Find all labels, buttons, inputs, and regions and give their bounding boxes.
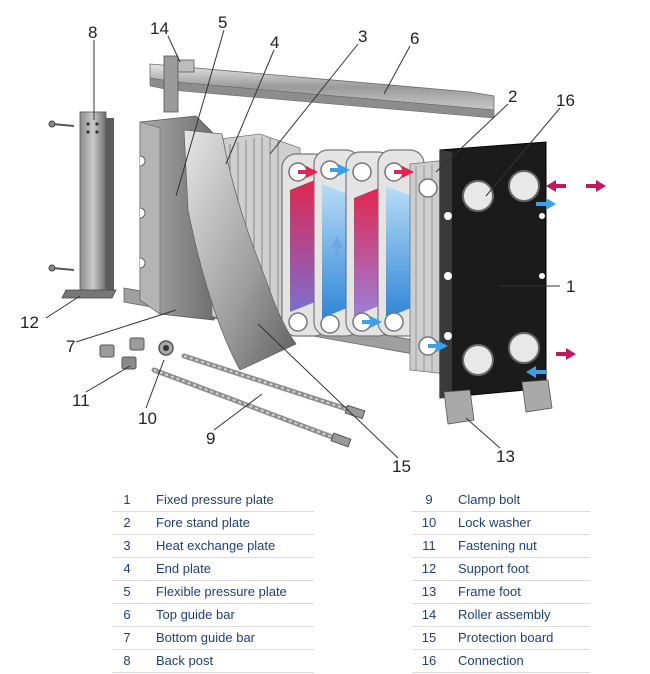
callout-label: 13 bbox=[496, 447, 515, 466]
fastening-nuts bbox=[99, 337, 145, 370]
legend-row: 10 Lock washer bbox=[412, 512, 590, 535]
legend-number: 4 bbox=[123, 561, 131, 576]
leader-lines bbox=[45, 29, 561, 459]
legend-part-name: Frame foot bbox=[458, 584, 521, 599]
legend-part-name: Back post bbox=[156, 653, 214, 668]
callout-label: 2 bbox=[508, 87, 517, 106]
legend-number: 14 bbox=[421, 607, 437, 622]
legend-row: 12 Support foot bbox=[412, 558, 590, 581]
callout-label: 8 bbox=[88, 23, 97, 42]
back-post bbox=[61, 111, 117, 299]
protection-board bbox=[183, 129, 297, 371]
lock-washers bbox=[158, 340, 174, 356]
legend-part-name: Support foot bbox=[458, 561, 529, 576]
legend-row: 13 Frame foot bbox=[412, 581, 590, 604]
legend-number: 10 bbox=[421, 515, 437, 530]
legend-number: 9 bbox=[425, 492, 433, 507]
callout-label: 3 bbox=[358, 27, 367, 46]
flow-arrows bbox=[298, 164, 606, 378]
legend-number: 15 bbox=[421, 630, 437, 645]
legend-number: 2 bbox=[123, 515, 131, 530]
legend-part-name: Heat exchange plate bbox=[156, 538, 276, 553]
legend-part-name: Protection board bbox=[458, 630, 554, 645]
legend-part-name: Fixed pressure plate bbox=[156, 492, 274, 507]
callout-label: 10 bbox=[138, 409, 157, 428]
legend-row: 9 Clamp bolt bbox=[412, 489, 590, 512]
frame-foot bbox=[443, 379, 553, 425]
legend-row: 11 Fastening nut bbox=[412, 535, 590, 558]
legend-row: 8 Back post bbox=[112, 650, 314, 673]
callout-label: 1 bbox=[566, 277, 575, 296]
callout-label: 11 bbox=[72, 391, 90, 410]
legend-row: 4 End plate bbox=[112, 558, 314, 581]
legend-row: 5 Flexible pressure plate bbox=[112, 581, 314, 604]
legend-part-name: Flexible pressure plate bbox=[156, 584, 287, 599]
top-guide-bar bbox=[149, 63, 495, 119]
legend-number: 7 bbox=[123, 630, 131, 645]
legend-row: 6 Top guide bar bbox=[112, 604, 314, 627]
callout-label: 12 bbox=[20, 313, 39, 332]
legend-number: 8 bbox=[123, 653, 131, 668]
callouts: 8 14 5 4 3 6 2 16 1 12 7 11 10 9 15 13 bbox=[20, 13, 575, 476]
callout-label: 6 bbox=[410, 29, 419, 48]
legend-row: 2 Fore stand plate bbox=[112, 512, 314, 535]
legend-part-name: Top guide bar bbox=[156, 607, 235, 622]
legend-part-name: Clamp bolt bbox=[458, 492, 521, 507]
legend-part-name: Fore stand plate bbox=[156, 515, 250, 530]
callout-label: 4 bbox=[270, 33, 279, 52]
callout-label: 15 bbox=[392, 457, 411, 476]
legend-number: 3 bbox=[123, 538, 131, 553]
callout-label: 7 bbox=[66, 337, 75, 356]
callout-label: 5 bbox=[218, 13, 227, 32]
legend-number: 6 bbox=[123, 607, 131, 622]
legend-row: 7 Bottom guide bar bbox=[112, 627, 314, 650]
legend-number: 12 bbox=[421, 561, 437, 576]
legend-part-name: Roller assembly bbox=[458, 607, 551, 622]
plate-heat-exchanger-diagram: 8 14 5 4 3 6 2 16 1 12 7 11 10 9 15 13 bbox=[20, 13, 606, 476]
legend-part-name: Connection bbox=[458, 653, 524, 668]
legend-part-name: Bottom guide bar bbox=[156, 630, 256, 645]
legend-row: 16 Connection bbox=[412, 650, 590, 673]
legend-row: 1 Fixed pressure plate bbox=[112, 489, 314, 512]
legend-number: 1 bbox=[123, 492, 131, 507]
mounting-screws bbox=[48, 120, 75, 272]
legend-part-name: Lock washer bbox=[458, 515, 531, 530]
legend-number: 16 bbox=[421, 653, 437, 668]
legend-number: 13 bbox=[421, 584, 437, 599]
legend-part-name: End plate bbox=[156, 561, 211, 576]
roller-assembly bbox=[163, 55, 195, 113]
legend-row: 15 Protection board bbox=[412, 627, 590, 650]
legend-number: 11 bbox=[422, 538, 436, 553]
callout-label: 16 bbox=[556, 91, 575, 110]
parts-legend-right: 9 Clamp bolt 10 Lock washer 11 Fastening nu… bbox=[412, 489, 590, 673]
callout-label: 9 bbox=[206, 429, 215, 448]
legend-row: 3 Heat exchange plate bbox=[112, 535, 314, 558]
fixed-pressure-plate bbox=[439, 141, 547, 399]
legend-row: 14 Roller assembly bbox=[412, 604, 590, 627]
legend-part-name: Fastening nut bbox=[458, 538, 537, 553]
clamp-bolts bbox=[151, 353, 366, 448]
callout-label: 14 bbox=[150, 19, 169, 38]
legend-number: 5 bbox=[123, 584, 131, 599]
